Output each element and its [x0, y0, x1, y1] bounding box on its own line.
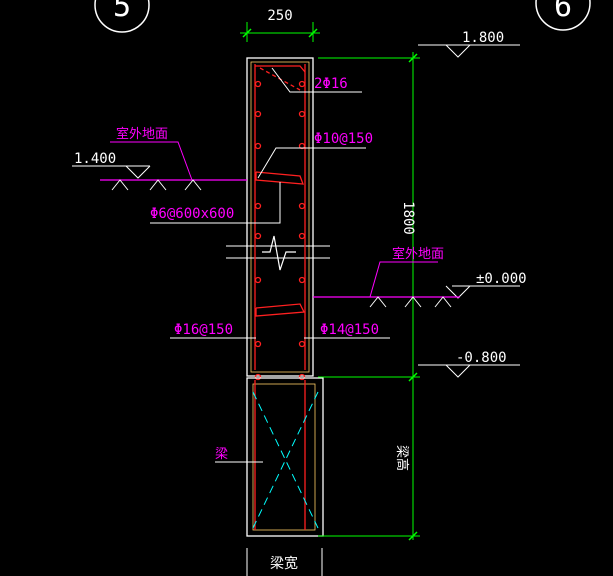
- elevation-left-ground-label: 1.400: [74, 151, 116, 167]
- elevation-bottom-label: -0.800: [456, 350, 507, 366]
- grid-axis-6-label: 6: [554, 0, 572, 24]
- elevation-zero: ±0.000: [445, 271, 527, 299]
- beam-width-label: 梁宽: [270, 555, 298, 572]
- dimension-wall-width: 250: [240, 8, 320, 42]
- leader-tie-bars: Φ6@600x600: [150, 182, 281, 224]
- leader-top-bars: 2Φ16: [271, 67, 362, 93]
- elevation-top-label: 1.800: [462, 30, 504, 46]
- wall-rebar: [254, 64, 306, 381]
- beam-section: [246, 377, 324, 537]
- ground-right-label: 室外地面: [392, 246, 444, 262]
- elevation-zero-label: ±0.000: [476, 271, 527, 287]
- elevation-bottom: -0.800: [418, 350, 520, 378]
- leader-beam-note-label: 梁: [215, 447, 228, 462]
- elevation-top: 1.800: [418, 30, 520, 58]
- ground-right: 室外地面: [313, 246, 460, 308]
- ground-left-label: 室外地面: [116, 126, 168, 142]
- beam-width-dimension: 梁宽: [246, 548, 323, 576]
- dimension-height: 1800 梁高: [318, 52, 420, 541]
- leader-vertical-left: Φ16@150: [170, 322, 256, 339]
- grid-axis-5-label: 5: [113, 0, 131, 24]
- wall-outline: [226, 57, 330, 377]
- dimension-height-label: 1800: [400, 201, 416, 235]
- leader-stirrup-upper-label: Φ10@150: [314, 131, 373, 147]
- dimension-wall-width-label: 250: [267, 8, 292, 24]
- leader-tie-bars-label: Φ6@600x600: [150, 206, 234, 222]
- leader-stirrup-upper: Φ10@150: [257, 131, 373, 179]
- ground-left: 室外地面: [100, 126, 247, 191]
- leader-top-bars-label: 2Φ16: [314, 76, 348, 92]
- grid-axis-5: 5: [94, 0, 150, 33]
- leader-beam-note: 梁: [215, 447, 263, 463]
- grid-axis-6: 6: [535, 0, 591, 31]
- leader-vertical-right: Φ14@150: [304, 322, 390, 339]
- leader-vertical-right-label: Φ14@150: [320, 322, 379, 338]
- beam-height-label: 梁高: [394, 445, 410, 471]
- elevation-left-ground: 1.400: [72, 151, 151, 179]
- leader-vertical-left-label: Φ16@150: [174, 322, 233, 338]
